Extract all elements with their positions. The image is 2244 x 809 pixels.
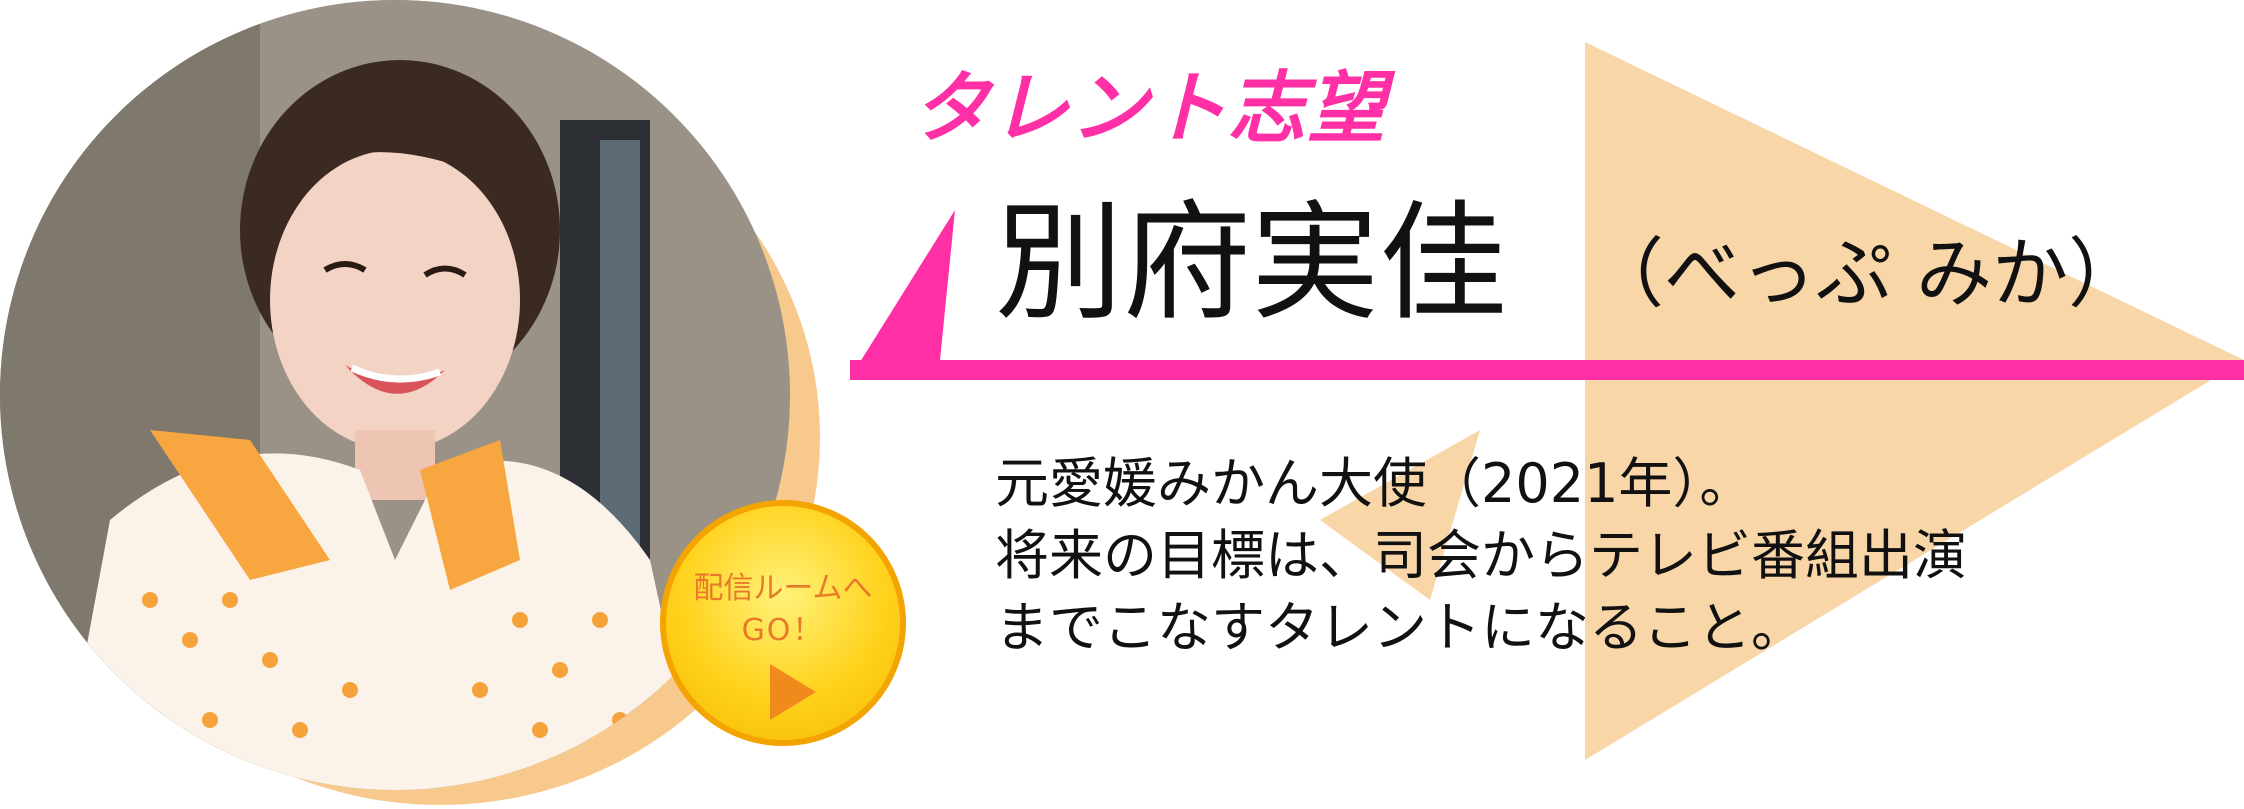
peach-triangle: [1585, 42, 2244, 760]
portrait-photo: [0, 0, 790, 790]
profile-name-reading: （べっぷ みか）: [1588, 229, 2145, 318]
profile-subtitle: タレント志望: [912, 64, 1387, 154]
portrait-illustration: [0, 0, 790, 790]
profile-description: 元愛媛みかん大使（2021年）。 将来の目標は、司会からテレビ番組出演 までこな…: [995, 448, 1967, 664]
stream-room-button[interactable]: 配信ルームへ GO！: [660, 500, 906, 746]
stream-room-label: 配信ルームへ: [693, 571, 873, 606]
go-label: GO！: [741, 613, 825, 648]
description-line: 元愛媛みかん大使（2021年）。: [995, 452, 1754, 515]
description-line: 将来の目標は、司会からテレビ番組出演: [995, 524, 1967, 587]
pink-underline: [850, 360, 2244, 380]
peach-triangle-small: [1320, 430, 1480, 600]
play-icon: [770, 664, 816, 720]
profile-name: 別府実佳: [995, 189, 1508, 338]
pink-accent-triangle: [850, 210, 955, 378]
description-line: までこなすタレントになること。: [995, 596, 1805, 659]
